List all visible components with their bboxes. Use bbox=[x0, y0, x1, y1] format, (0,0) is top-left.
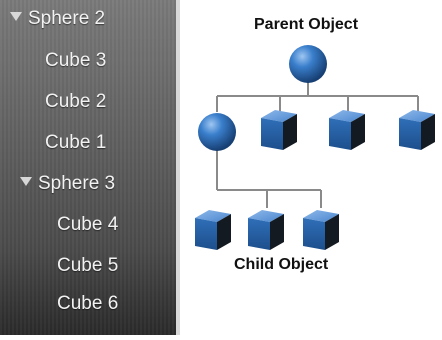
cube-object bbox=[195, 210, 231, 250]
outliner-item-cube-1[interactable]: Cube 1 bbox=[45, 128, 106, 158]
cube-object bbox=[303, 210, 339, 250]
connector-lines bbox=[216, 82, 419, 208]
outliner-item-sphere-2[interactable]: Sphere 2 bbox=[10, 4, 105, 34]
outliner-item-cube-3[interactable]: Cube 3 bbox=[45, 46, 106, 76]
parent-object-label: Parent Object bbox=[254, 16, 359, 33]
outliner-item-label: Cube 6 bbox=[57, 293, 119, 314]
parent-sphere bbox=[289, 45, 327, 83]
outliner-item-cube-4[interactable]: Cube 4 bbox=[57, 210, 118, 240]
expand-triangle-icon[interactable] bbox=[20, 177, 32, 187]
outliner-item-cube-5[interactable]: Cube 5 bbox=[57, 251, 118, 281]
child-sphere bbox=[198, 113, 236, 151]
child-object-label: Child Object bbox=[234, 256, 329, 273]
outliner-item-label: Sphere 3 bbox=[38, 173, 116, 194]
hierarchy-diagram: Parent Object Child Object bbox=[182, 0, 442, 335]
outliner-item-cube-6[interactable]: Cube 6 bbox=[57, 289, 118, 319]
outliner-item-label: Cube 5 bbox=[57, 255, 119, 276]
outliner-item-cube-2[interactable]: Cube 2 bbox=[45, 87, 106, 117]
outliner-item-label: Cube 3 bbox=[45, 50, 107, 71]
cube-object bbox=[329, 110, 365, 150]
outliner-item-sphere-3[interactable]: Sphere 3 bbox=[20, 169, 115, 199]
outliner-item-label: Cube 4 bbox=[57, 214, 119, 235]
outliner-item-label: Sphere 2 bbox=[28, 8, 106, 29]
cube-object bbox=[261, 110, 297, 150]
outliner-item-label: Cube 1 bbox=[45, 132, 107, 153]
hierarchy-diagram-graphic bbox=[195, 45, 435, 250]
outliner-panel: Sphere 2 Cube 3 Cube 2 Cube 1 Sphere 3 C… bbox=[0, 0, 180, 335]
expand-triangle-icon[interactable] bbox=[10, 12, 22, 22]
cube-object bbox=[399, 110, 435, 150]
cube-object bbox=[248, 210, 284, 250]
outliner-item-label: Cube 2 bbox=[45, 91, 107, 112]
